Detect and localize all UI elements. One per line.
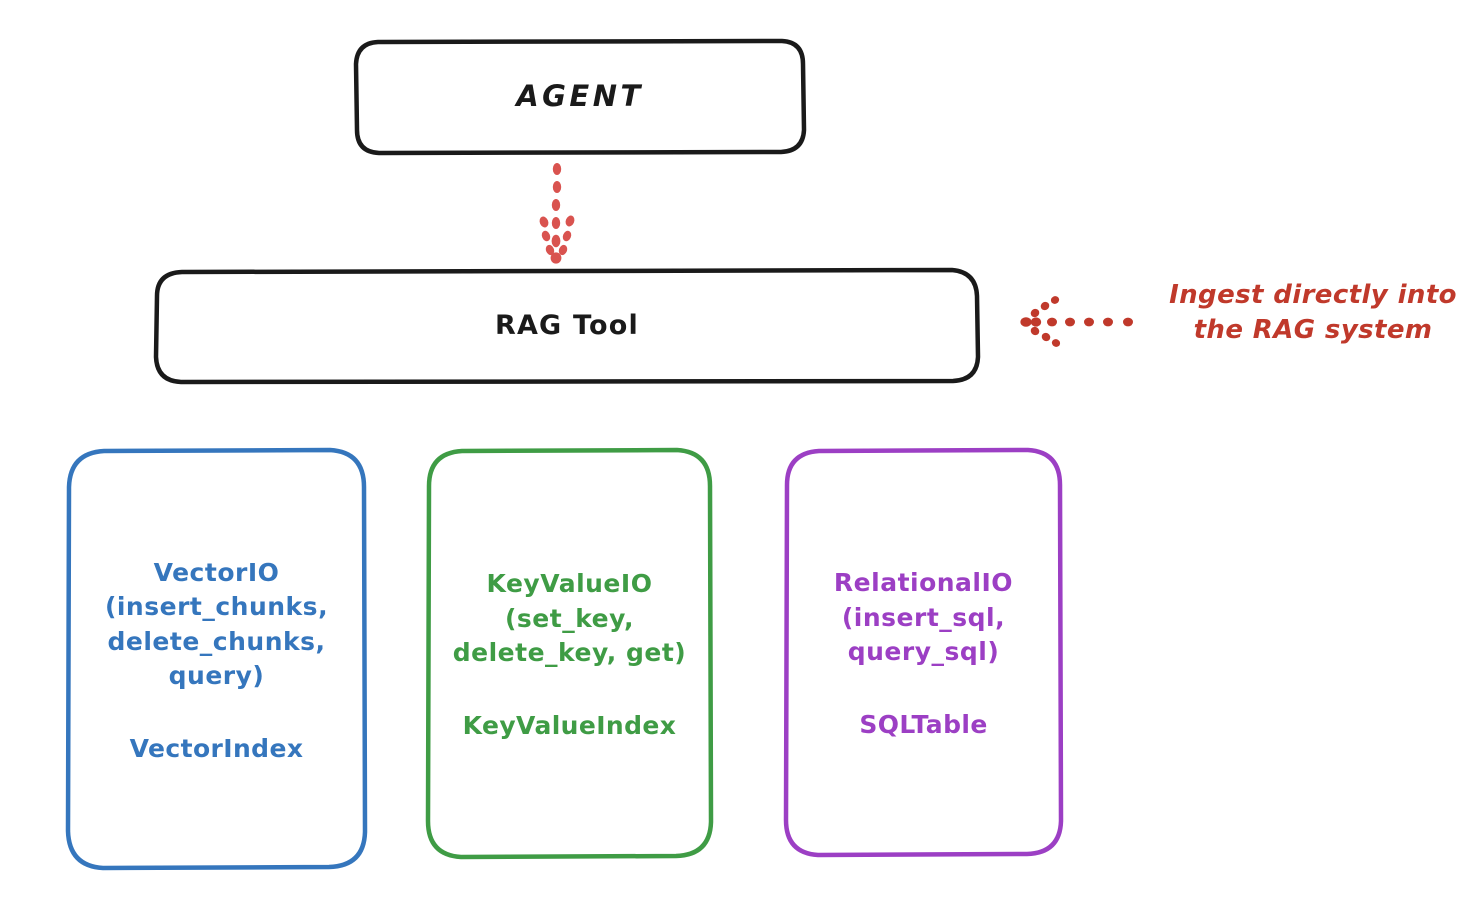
ingest-annotation-text: Ingest directly into the RAG system (1169, 280, 1457, 345)
agent-node-label: AGENT (516, 79, 644, 114)
vector-io-node-label: VectorIO (insert_chunks, delete_chunks, … (104, 557, 329, 691)
vector-index-label: VectorIndex (129, 733, 304, 763)
ingest-to-rag-arrow (1020, 296, 1133, 347)
rag-tool-node-label: RAG Tool (494, 310, 640, 342)
agent-to-rag-arrow (539, 163, 575, 264)
agent-node[interactable]: AGENT (356, 40, 804, 153)
key-value-index-label: KeyValueIndex (462, 710, 677, 740)
relational-io-node[interactable]: RelationalIO (insert_sql, query_sql) SQL… (786, 450, 1061, 855)
rag-tool-node[interactable]: RAG Tool (156, 270, 978, 382)
relational-io-node-label: RelationalIO (insert_sql, query_sql) (833, 568, 1014, 667)
key-value-io-node[interactable]: KeyValueIO (set_key, delete_key, get) Ke… (428, 450, 711, 857)
vector-io-node[interactable]: VectorIO (insert_chunks, delete_chunks, … (68, 450, 365, 868)
sql-table-label: SQLTable (859, 709, 988, 739)
key-value-io-node-label: KeyValueIO (set_key, delete_key, get) (452, 569, 687, 668)
